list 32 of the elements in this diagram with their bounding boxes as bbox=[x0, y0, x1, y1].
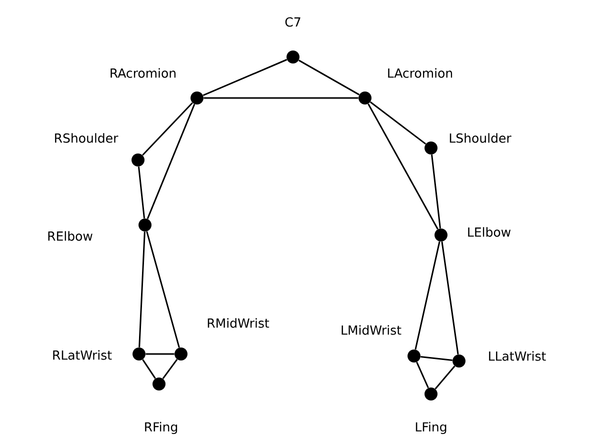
connector-line bbox=[204, 97, 358, 99]
joint-label: RAcromion bbox=[110, 68, 176, 78]
connector-line bbox=[441, 242, 459, 354]
connector-line bbox=[142, 359, 156, 379]
joint-label: LFing bbox=[416, 422, 446, 434]
connector-line bbox=[146, 353, 174, 355]
connector-line bbox=[142, 102, 193, 156]
joint-label: RMidWrist bbox=[208, 318, 270, 328]
joint-label: RElbow bbox=[48, 231, 92, 241]
joint-label: RLatWrist bbox=[53, 350, 112, 360]
connector-line bbox=[298, 60, 360, 96]
connector-line bbox=[162, 358, 178, 380]
joint-label: LElbow bbox=[468, 227, 511, 237]
joint-label: LMidWrist bbox=[342, 325, 402, 335]
connector-line bbox=[368, 103, 438, 230]
connector-line bbox=[431, 154, 441, 228]
connector-line bbox=[420, 356, 452, 361]
connector-line bbox=[414, 241, 440, 350]
joint-label: C7 bbox=[285, 17, 300, 27]
joint-label: LAcromion bbox=[388, 68, 452, 78]
connector-line bbox=[416, 362, 429, 388]
joint-label: RShoulder bbox=[55, 133, 118, 143]
connector-line bbox=[202, 58, 288, 96]
connector-line bbox=[434, 366, 456, 390]
connector-line bbox=[146, 231, 180, 348]
connector-line bbox=[138, 232, 146, 348]
joint-label: LLatWrist bbox=[489, 351, 546, 361]
connector-line bbox=[138, 166, 146, 218]
connector-line bbox=[146, 104, 196, 220]
connector-line bbox=[370, 101, 426, 145]
joint-label: LShoulder bbox=[450, 133, 512, 143]
joint-label: RFing bbox=[145, 422, 178, 434]
